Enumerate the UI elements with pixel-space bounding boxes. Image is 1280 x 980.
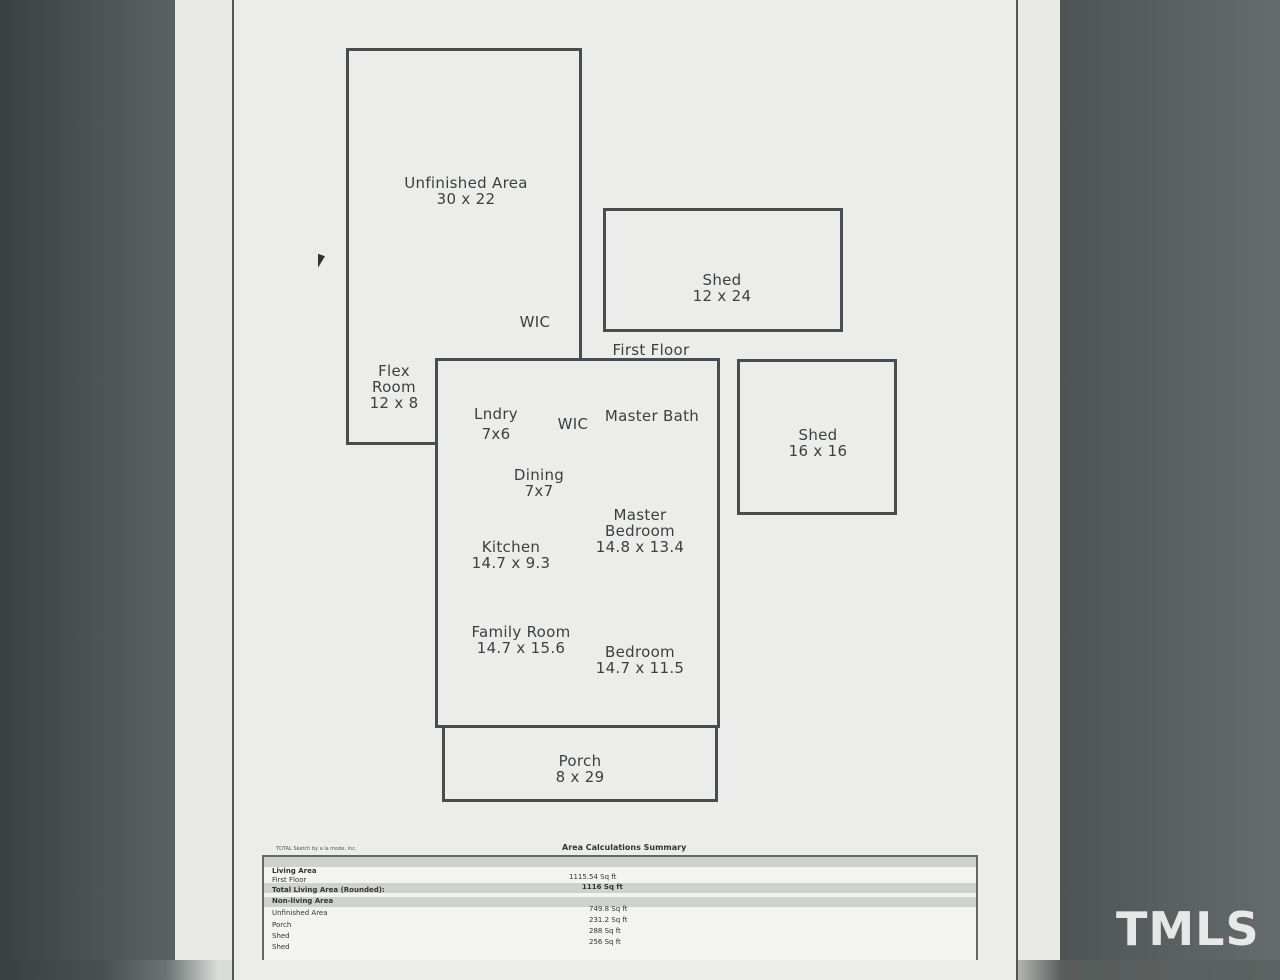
summary-table: Living Area First Floor 1115.54 Sq ft To… (262, 855, 978, 960)
first-floor-row-label: First Floor (272, 876, 307, 884)
unfinished-row-value: 749.8 Sq ft (589, 905, 628, 913)
flex-room-dims: 12 x 8 (369, 394, 419, 412)
shed-top-dims: 12 x 24 (692, 287, 752, 305)
master-bedroom-label: Master Bedroom 14.8 x 13.4 (592, 507, 688, 555)
monitor-bezel-right (1060, 0, 1280, 960)
master-bath-name: Master Bath (604, 407, 700, 425)
porch-label: Porch 8 x 29 (540, 753, 620, 785)
family-room-name: Family Room (471, 623, 571, 641)
lndry-label: Lndry 7x6 (466, 406, 526, 442)
kitchen-name: Kitchen (481, 538, 541, 556)
area-calculations-summary: TOTAL Sketch by a la mode, inc. Area Cal… (262, 838, 978, 960)
bedroom-label: Bedroom 14.7 x 11.5 (592, 644, 688, 676)
unfinished-area-label: Unfinished Area 30 x 22 (396, 175, 536, 207)
kitchen-dims: 14.7 x 9.3 (471, 554, 551, 572)
wic-upper-name: WIC (519, 313, 551, 331)
wic-lower-name: WIC (557, 415, 589, 433)
shed2-row-value: 256 Sq ft (589, 938, 621, 946)
kitchen-label: Kitchen 14.7 x 9.3 (466, 539, 556, 571)
shed-right-label: Shed 16 x 16 (776, 427, 860, 459)
total-living-row-value: 1116 Sq ft (582, 883, 623, 891)
family-room-label: Family Room 14.7 x 15.6 (468, 624, 574, 656)
shed-right-room (737, 359, 897, 515)
master-bath-label: Master Bath (602, 408, 702, 424)
master-bedroom-name2: Bedroom (605, 522, 675, 540)
main-house-outline (435, 358, 720, 728)
flex-room-name1: Flex (378, 362, 410, 380)
shed-top-label: Shed 12 x 24 (680, 272, 764, 304)
shed1-row-value: 288 Sq ft (589, 927, 621, 935)
first-floor-text: First Floor (612, 341, 690, 359)
flex-room-label: Flex Room 12 x 8 (364, 363, 424, 411)
wic-upper-label: WIC (510, 314, 560, 330)
porch-row-label: Porch (272, 921, 292, 929)
unfinished-area-dims: 30 x 22 (436, 190, 496, 208)
shed-top-room (603, 208, 843, 332)
total-living-row-label: Total Living Area (Rounded): (272, 886, 385, 894)
shed-right-dims: 16 x 16 (788, 442, 848, 460)
shed1-row-label: Shed (272, 932, 290, 940)
first-floor-row-value: 1115.54 Sq ft (569, 873, 617, 881)
summary-title: Area Calculations Summary (562, 843, 687, 852)
summary-band (264, 897, 976, 907)
porch-row-value: 231.2 Sq ft (589, 916, 628, 924)
shed-top-name: Shed (702, 271, 742, 289)
living-area-heading: Living Area (272, 867, 317, 875)
flex-room-name2: Room (372, 378, 416, 396)
first-floor-label: First Floor (608, 342, 694, 358)
wic-lower-label: WIC (548, 416, 598, 432)
unfinished-area-name: Unfinished Area (404, 174, 528, 192)
mouse-cursor-icon (318, 253, 325, 271)
sketch-credit: TOTAL Sketch by a la mode, inc. (276, 846, 357, 852)
master-bedroom-name1: Master (613, 506, 667, 524)
tmls-watermark-logo: TMLS (1116, 902, 1260, 956)
lndry-name: Lndry (474, 405, 518, 423)
dining-label: Dining 7x7 (504, 467, 574, 499)
summary-band (264, 883, 976, 893)
non-living-heading: Non-living Area (272, 897, 334, 905)
porch-name: Porch (558, 752, 602, 770)
porch-dims: 8 x 29 (555, 768, 605, 786)
lndry-dims: 7x6 (481, 425, 511, 443)
summary-band (264, 857, 976, 867)
monitor-bezel-left (0, 0, 175, 960)
bedroom-name: Bedroom (605, 643, 675, 661)
shed-right-name: Shed (798, 426, 838, 444)
unfinished-row-label: Unfinished Area (272, 909, 328, 917)
shed2-row-label: Shed (272, 943, 290, 951)
porch-room (442, 725, 718, 802)
dining-dims: 7x7 (524, 482, 554, 500)
family-room-dims: 14.7 x 15.6 (476, 639, 566, 657)
dining-name: Dining (513, 466, 565, 484)
bedroom-dims: 14.7 x 11.5 (595, 659, 685, 677)
master-bedroom-dims: 14.8 x 13.4 (595, 538, 685, 556)
